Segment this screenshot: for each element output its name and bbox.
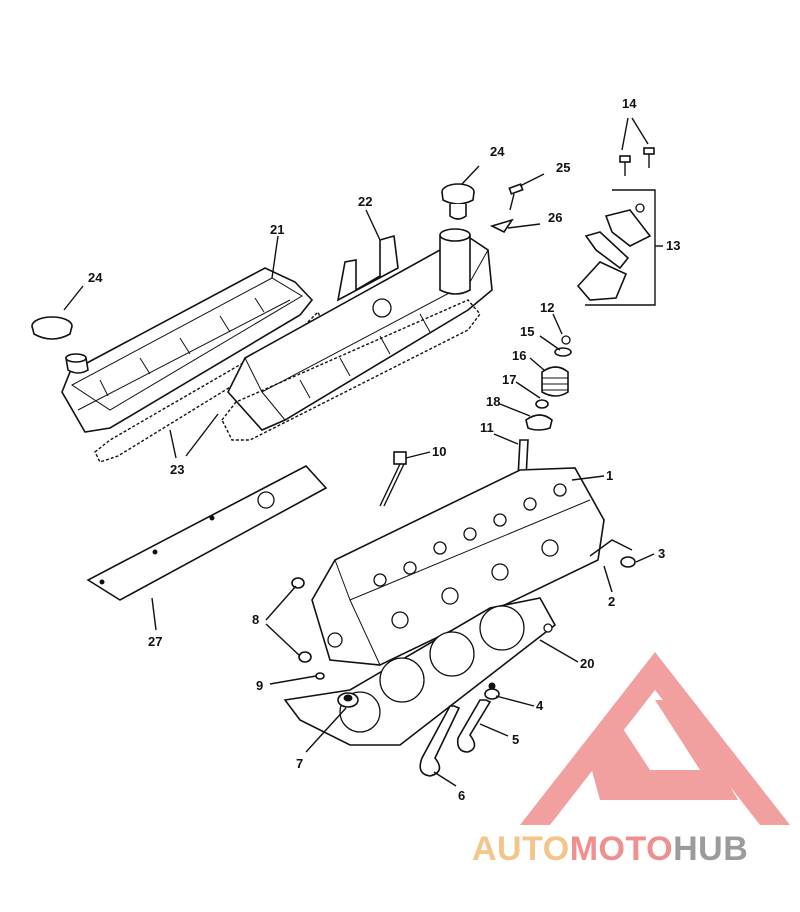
automotohub-logo bbox=[520, 652, 790, 825]
callout-4: 4 bbox=[536, 698, 544, 713]
callout-21: 21 bbox=[270, 222, 284, 237]
callout-17: 17 bbox=[502, 372, 516, 387]
callout-9: 9 bbox=[256, 678, 263, 693]
watermark-hub: HUB bbox=[673, 830, 749, 868]
right-valve-cover-gasket bbox=[221, 299, 481, 441]
bracket-13 bbox=[585, 189, 656, 306]
left-valve-cover bbox=[61, 267, 314, 433]
plug-8b bbox=[298, 651, 312, 663]
callout-14: 14 bbox=[622, 96, 637, 111]
rocker-arm-assembly bbox=[576, 203, 652, 301]
watermark-auto: AUTO bbox=[472, 830, 570, 868]
cylinder-head bbox=[311, 467, 605, 666]
head-bolt-10 bbox=[379, 451, 407, 507]
callout-3: 3 bbox=[658, 546, 665, 561]
callout-24-left: 24 bbox=[88, 270, 103, 285]
callout-23: 23 bbox=[170, 462, 184, 477]
callout-1: 1 bbox=[606, 468, 613, 483]
callout-11: 11 bbox=[480, 420, 494, 435]
callout-27: 27 bbox=[148, 634, 162, 649]
callout-8: 8 bbox=[252, 612, 259, 627]
valve-spring-stack bbox=[517, 335, 572, 479]
valve-5 bbox=[456, 699, 492, 753]
callout-24-right: 24 bbox=[490, 144, 505, 159]
callout-20: 20 bbox=[580, 656, 594, 671]
heat-shield bbox=[86, 465, 328, 601]
callout-10: 10 bbox=[432, 444, 446, 459]
callout-16: 16 bbox=[512, 348, 526, 363]
dowel-2 bbox=[589, 539, 633, 557]
watermark-moto: MOTO bbox=[569, 830, 674, 868]
callout-22: 22 bbox=[358, 194, 372, 209]
callout-12: 12 bbox=[540, 300, 554, 315]
callout-25: 25 bbox=[556, 160, 570, 175]
valve-4 bbox=[484, 682, 500, 700]
callout-6: 6 bbox=[458, 788, 465, 803]
valve-6 bbox=[419, 705, 461, 777]
watermark-text: AUTOMOTOHUB bbox=[472, 830, 748, 869]
left-oil-filler-cap bbox=[31, 316, 89, 374]
plug-3 bbox=[620, 556, 636, 568]
rocker-bolts-14 bbox=[619, 147, 655, 176]
callout-2: 2 bbox=[608, 594, 615, 609]
callout-labels: 1 2 3 4 5 6 7 8 9 10 11 12 13 14 15 16 1… bbox=[88, 96, 680, 803]
callout-5: 5 bbox=[512, 732, 519, 747]
plug-8a bbox=[291, 577, 305, 589]
head-gasket bbox=[283, 597, 557, 746]
callout-7: 7 bbox=[296, 756, 303, 771]
plug-9 bbox=[315, 672, 325, 680]
bolt-25 bbox=[508, 183, 524, 211]
left-valve-cover-gasket bbox=[94, 310, 323, 463]
callout-18: 18 bbox=[486, 394, 500, 409]
right-oil-filler-cap bbox=[441, 183, 475, 220]
right-valve-cover bbox=[227, 228, 493, 431]
clip-26 bbox=[489, 218, 514, 234]
leader-lines bbox=[63, 117, 663, 787]
callout-15: 15 bbox=[520, 324, 534, 339]
valve-seal-7 bbox=[337, 692, 359, 708]
callout-13: 13 bbox=[666, 238, 680, 253]
callout-26: 26 bbox=[548, 210, 562, 225]
